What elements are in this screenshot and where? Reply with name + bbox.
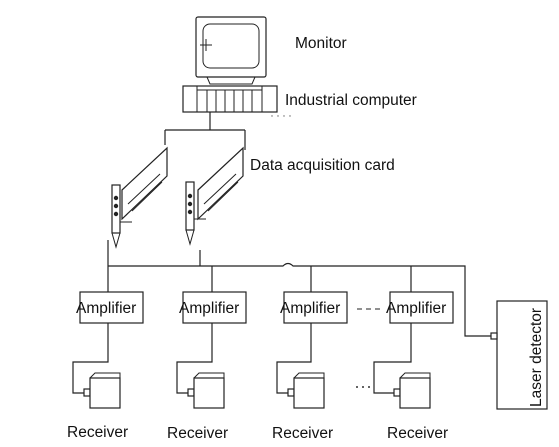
amplifier-3: Amplifier [280,291,348,324]
receiver-1-label: Receiver [67,424,128,441]
monitor-icon [195,16,267,85]
data-acquisition-card-label: Data acquisition card [250,157,395,174]
laser-detector-label: Laser detector [528,308,545,407]
amplifier-1: Amplifier [76,291,144,324]
receiver-2-label: Receiver [167,425,228,442]
monitor-label: Monitor [295,35,347,52]
computer-card-bus [164,112,246,150]
receiver-3-label: Receiver [272,425,333,442]
amplifier-4-label: Amplifier [386,300,446,317]
receiver-ellipsis [356,386,370,388]
amplifier-2-label: Amplifier [179,300,239,317]
laser-detector: Laser detector [490,300,548,410]
receiver-4-label: Receiver [387,425,448,442]
data-acquisition-card-1-icon [111,146,168,249]
receiver-2-icon [187,372,225,409]
amplifier-1-label: Amplifier [76,300,136,317]
receiver-4-icon [393,372,431,409]
receiver-wires [72,323,412,394]
receiver-3-icon [287,372,325,409]
industrial-computer-icon [182,85,291,117]
amplifier-3-label: Amplifier [280,300,340,317]
amplifier-4: Amplifier [386,291,454,324]
amplifier-2: Amplifier [179,291,247,324]
data-acquisition-card-2-icon [185,146,244,246]
receiver-1-icon [83,372,121,409]
signal-bus [107,240,492,337]
industrial-computer-label: Industrial computer [285,92,417,109]
